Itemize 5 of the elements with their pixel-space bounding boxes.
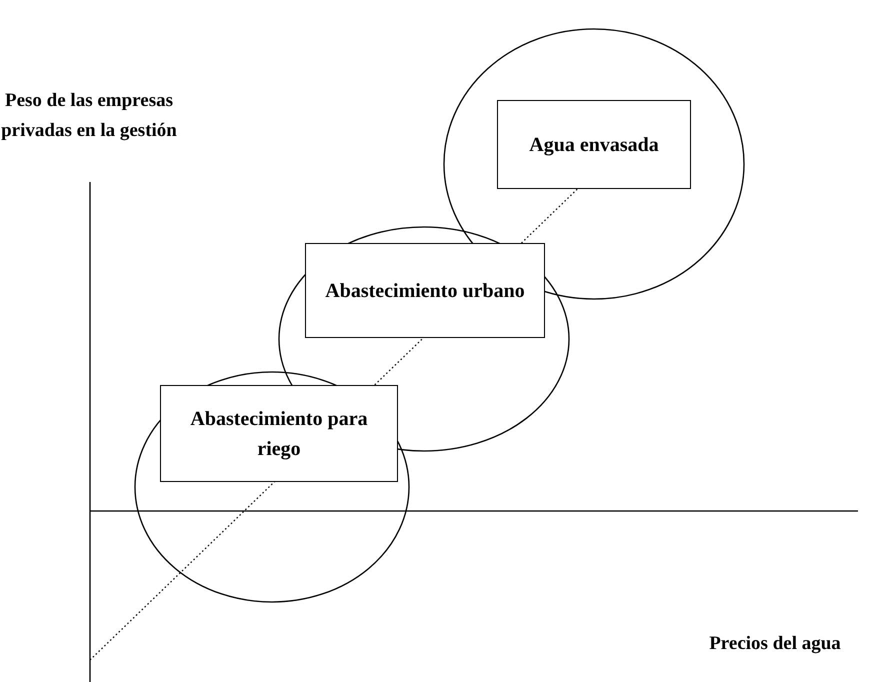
- x-axis-label: Precios del agua: [708, 632, 842, 656]
- category-box: Abastecimiento para riego: [160, 385, 398, 482]
- category-box: Abastecimiento urbano: [305, 243, 545, 338]
- y-axis-label: Peso de las empresas privadas en la gestión: [0, 89, 178, 143]
- category-box: Agua envasada: [497, 100, 691, 189]
